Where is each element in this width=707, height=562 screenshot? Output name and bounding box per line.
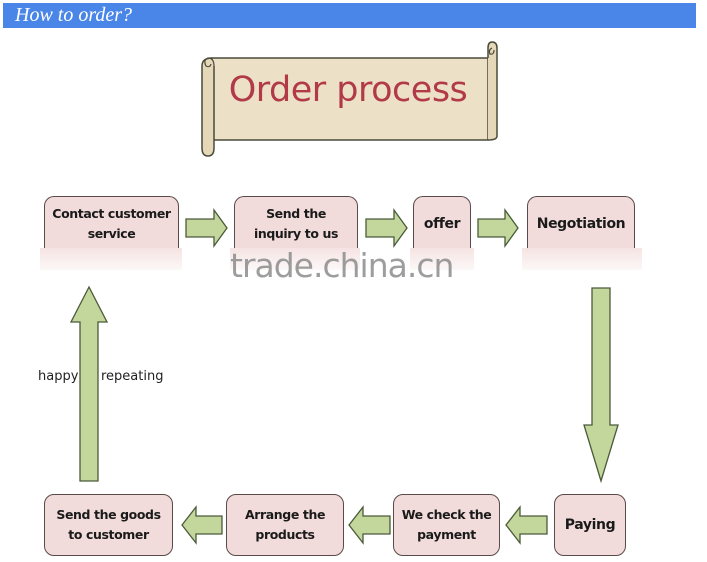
box-reflection <box>230 248 360 270</box>
header-bar: How to order? <box>3 3 696 28</box>
arrow-left-icon <box>505 505 548 545</box>
arrow-right-icon <box>185 207 228 249</box>
loop-label-repeating: repeating <box>101 369 164 384</box>
step-paying: Paying <box>554 494 626 556</box>
step-label: Send the goods to customer <box>56 507 161 542</box>
step-send-inquiry: Send the inquiry to us <box>234 196 358 250</box>
step-contact-customer-service: Contact customer service <box>44 196 179 250</box>
arrow-down-icon <box>583 287 619 484</box>
header-title: How to order? <box>15 4 133 26</box>
step-label: Send the inquiry to us <box>253 205 339 241</box>
step-label: Arrange the products <box>244 507 326 542</box>
arrow-right-icon <box>477 207 519 249</box>
step-label: Negotiation <box>536 215 626 232</box>
step-label: offer <box>423 215 461 232</box>
step-check-payment: We check the payment <box>393 494 500 556</box>
step-negotiation: Negotiation <box>527 196 635 250</box>
loop-label-happy: happy <box>38 369 79 384</box>
arrow-up-icon <box>69 285 109 482</box>
scroll-banner <box>201 41 498 157</box>
step-send-goods: Send the goods to customer <box>44 494 173 556</box>
step-label: Contact customer service <box>52 205 171 241</box>
arrow-left-icon <box>181 505 223 545</box>
banner-title: Order process <box>228 70 468 110</box>
step-arrange-products: Arrange the products <box>226 494 344 556</box>
step-offer: offer <box>413 196 471 250</box>
box-reflection <box>522 248 642 270</box>
step-label: Paying <box>564 517 616 533</box>
box-reflection <box>410 248 474 270</box>
arrow-right-icon <box>365 207 408 249</box>
watermark: trade.china.cn <box>230 246 454 285</box>
step-label: We check the payment <box>401 507 492 542</box>
box-reflection <box>40 248 182 270</box>
arrow-left-icon <box>348 505 391 545</box>
